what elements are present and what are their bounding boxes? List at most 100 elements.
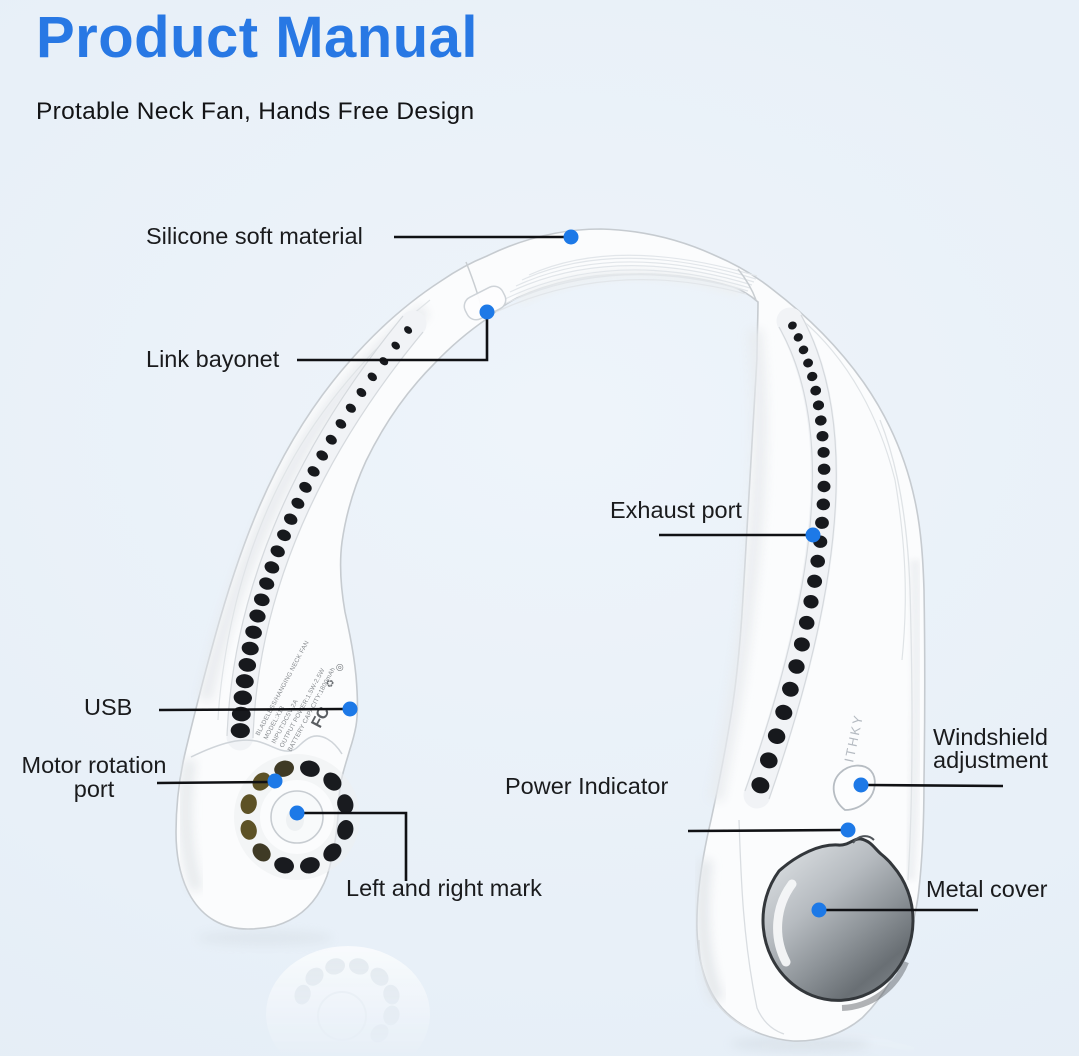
vent-hole xyxy=(767,728,786,745)
page-title: Product Manual xyxy=(36,5,479,70)
vent-hole xyxy=(345,403,356,413)
metal-cover xyxy=(761,837,915,1002)
vent-hole xyxy=(316,450,328,461)
callout-line-usb xyxy=(158,707,345,712)
vent-hole xyxy=(245,625,262,639)
vent-hole xyxy=(294,984,311,1005)
vent-hole xyxy=(803,358,814,368)
vent-hole xyxy=(793,637,810,652)
vent-hole xyxy=(788,659,805,674)
vent-hole xyxy=(300,857,320,874)
callout-line-motor xyxy=(156,780,270,785)
vent-hole xyxy=(249,609,266,623)
callout-dot-power xyxy=(840,822,856,838)
vent-hole xyxy=(788,321,797,330)
page-subtitle: Protable Neck Fan, Hands Free Design xyxy=(36,98,475,125)
label-power-indicator: Power Indicator xyxy=(505,773,669,799)
metal-inner-shade xyxy=(841,960,909,1011)
vent-hole xyxy=(305,967,324,986)
callout-line-link-bayonet xyxy=(297,318,489,362)
cert-mark-icon: ◎ xyxy=(333,661,346,673)
callout-dot-link-bayonet xyxy=(479,304,495,320)
callout-dot-windshield xyxy=(853,777,869,793)
right-end-shadow xyxy=(730,1036,870,1052)
label-motor-rotation-port: Motor rotation port xyxy=(21,752,167,802)
vent-hole xyxy=(299,481,312,493)
label-exhaust-port: Exhaust port xyxy=(610,497,742,523)
vent-hole xyxy=(252,843,271,862)
vent-hole xyxy=(270,545,285,558)
vent-hole xyxy=(274,760,294,777)
vent-hole xyxy=(817,446,830,458)
vent-hole xyxy=(793,333,803,342)
vent-hole xyxy=(759,752,778,769)
vent-hole xyxy=(775,704,793,720)
vent-hole xyxy=(356,388,367,397)
right-channel-edge xyxy=(744,326,813,792)
vent-hole xyxy=(816,430,829,442)
vent-hole xyxy=(367,372,377,382)
left-cap-shadow xyxy=(197,930,333,946)
vent-hole xyxy=(810,554,825,568)
callout-dot-silicone xyxy=(563,229,579,245)
vent-hole xyxy=(815,415,827,426)
vent-hole xyxy=(230,723,250,739)
vent-hole xyxy=(337,820,354,840)
vent-hole xyxy=(404,326,413,334)
right-channel-edge xyxy=(768,314,837,800)
cap-wavy-seam xyxy=(190,735,343,758)
vent-hole xyxy=(323,772,342,791)
label-link-bayonet: Link bayonet xyxy=(146,346,280,372)
vent-hole xyxy=(274,857,294,874)
callout-dot-usb xyxy=(342,701,358,717)
vent-hole xyxy=(751,777,770,794)
callout-line-windshield xyxy=(866,783,1004,788)
recycle-icon: ♻ xyxy=(324,677,338,690)
body-silhouette xyxy=(175,228,926,1042)
left-channel-edge xyxy=(252,331,424,739)
label-usb: USB xyxy=(84,694,133,720)
vent-hole xyxy=(370,1024,389,1043)
vent-hole xyxy=(307,466,320,477)
grille-recess xyxy=(234,754,360,880)
vent-hole xyxy=(284,513,298,525)
vent-hole xyxy=(291,497,305,509)
callout-dot-exhaust xyxy=(805,527,821,543)
vent-hole xyxy=(264,561,280,574)
callout-line-power xyxy=(687,828,843,833)
vent-hole xyxy=(798,345,809,355)
reflection-grille-holes xyxy=(294,958,400,1043)
vent-hole xyxy=(325,958,345,975)
motor-grille-holes xyxy=(240,760,354,874)
vent-hole xyxy=(391,341,400,350)
vent-hole xyxy=(240,820,257,840)
neck-fan-body: BLADELESS/HANGING NECK FAN MODEL:X18 INP… xyxy=(175,228,926,1042)
vent-hole xyxy=(277,529,291,542)
silicone-band-texture xyxy=(495,254,758,313)
vent-hole xyxy=(238,658,257,672)
vent-hole xyxy=(259,577,275,590)
left-channel-edge xyxy=(226,315,404,737)
vent-hole xyxy=(349,958,369,975)
metal-curl-accent xyxy=(852,835,875,844)
vent-hole xyxy=(370,967,389,986)
vent-hole xyxy=(383,984,400,1005)
callouts xyxy=(156,235,1004,912)
vent-hole xyxy=(383,1005,400,1026)
vent-hole xyxy=(325,434,337,445)
vent-hole xyxy=(803,594,819,609)
callout-line-left-right-mark xyxy=(303,811,408,881)
label-silicone-soft-material: Silicone soft material xyxy=(146,223,363,249)
vent-hole xyxy=(235,674,254,689)
vent-hole xyxy=(241,641,259,656)
callout-dot-motor xyxy=(267,773,283,789)
vent-hole xyxy=(812,400,825,411)
vent-hole xyxy=(337,794,354,814)
vent-hole xyxy=(807,574,823,588)
vent-hole xyxy=(815,516,829,529)
vent-hole xyxy=(807,371,818,382)
label-left-and-right-mark: Left and right mark xyxy=(346,875,542,901)
vent-hole xyxy=(810,385,822,396)
